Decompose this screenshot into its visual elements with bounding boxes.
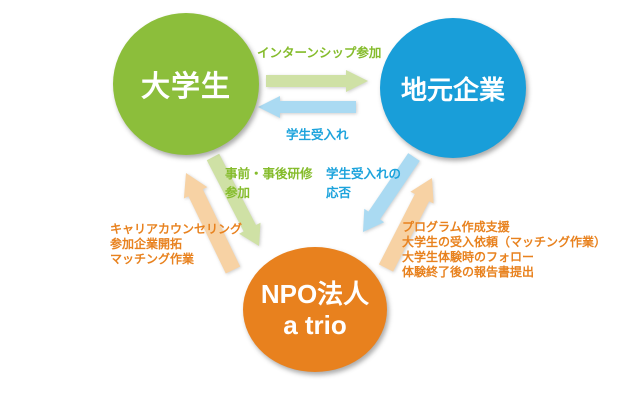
node-companies-label: 地元企業	[400, 74, 505, 105]
edge-label-student-accept: 学生受入れ	[286, 128, 349, 142]
edge-label-npo-to-companies-line4: 体験終了後の報告書提出	[402, 265, 535, 279]
node-companies: 地元企業	[380, 18, 526, 158]
arrow-internship-right	[266, 70, 368, 92]
arrow-npo-to-students-up	[183, 173, 241, 274]
edge-label-training-line2: 参加	[225, 186, 251, 200]
node-students: 大学生	[113, 13, 259, 155]
edge-label-acceptance-response: 学生受入れの 応否	[326, 165, 401, 203]
edge-label-acceptance-response-line2: 応否	[326, 186, 352, 200]
edge-label-training-line1: 事前・事後研修	[225, 167, 313, 181]
node-npo: NPO法人 a trio	[243, 247, 387, 372]
node-npo-label: NPO法人 a trio	[261, 279, 369, 339]
edge-label-npo-to-students-line3: マッチング作業	[110, 252, 195, 266]
node-npo-label-line2: a trio	[283, 309, 347, 340]
node-npo-label-line1: NPO法人	[260, 279, 370, 310]
arrow-response-down	[363, 153, 420, 232]
edge-label-npo-to-companies-line3: 大学生体験時のフォロー	[402, 250, 535, 264]
edge-label-npo-to-companies-line2: 大学生の受入依頼（マッチング作業）	[402, 235, 607, 249]
arrow-npo-to-companies-up	[378, 178, 434, 272]
node-students-label: 大学生	[140, 71, 231, 103]
edge-label-npo-to-students-line2: 参加企業開拓	[110, 237, 183, 251]
edge-label-npo-to-students-line1: キャリアカウンセリング	[110, 222, 243, 236]
edge-label-npo-to-students: キャリアカウンセリング 参加企業開拓 マッチング作業	[110, 222, 242, 267]
edge-label-internship: インターンシップ参加	[257, 46, 382, 60]
edge-label-acceptance-response-line1: 学生受入れの	[326, 167, 402, 181]
edge-label-npo-to-companies-line1: プログラム作成支援	[402, 220, 510, 234]
arrow-accept-left	[258, 96, 356, 118]
arrow-training-down	[206, 153, 261, 246]
edge-label-npo-to-companies: プログラム作成支援 大学生の受入依頼（マッチング作業） 大学生体験時のフォロー …	[402, 220, 606, 280]
edge-label-training: 事前・事後研修 参加	[225, 165, 313, 203]
